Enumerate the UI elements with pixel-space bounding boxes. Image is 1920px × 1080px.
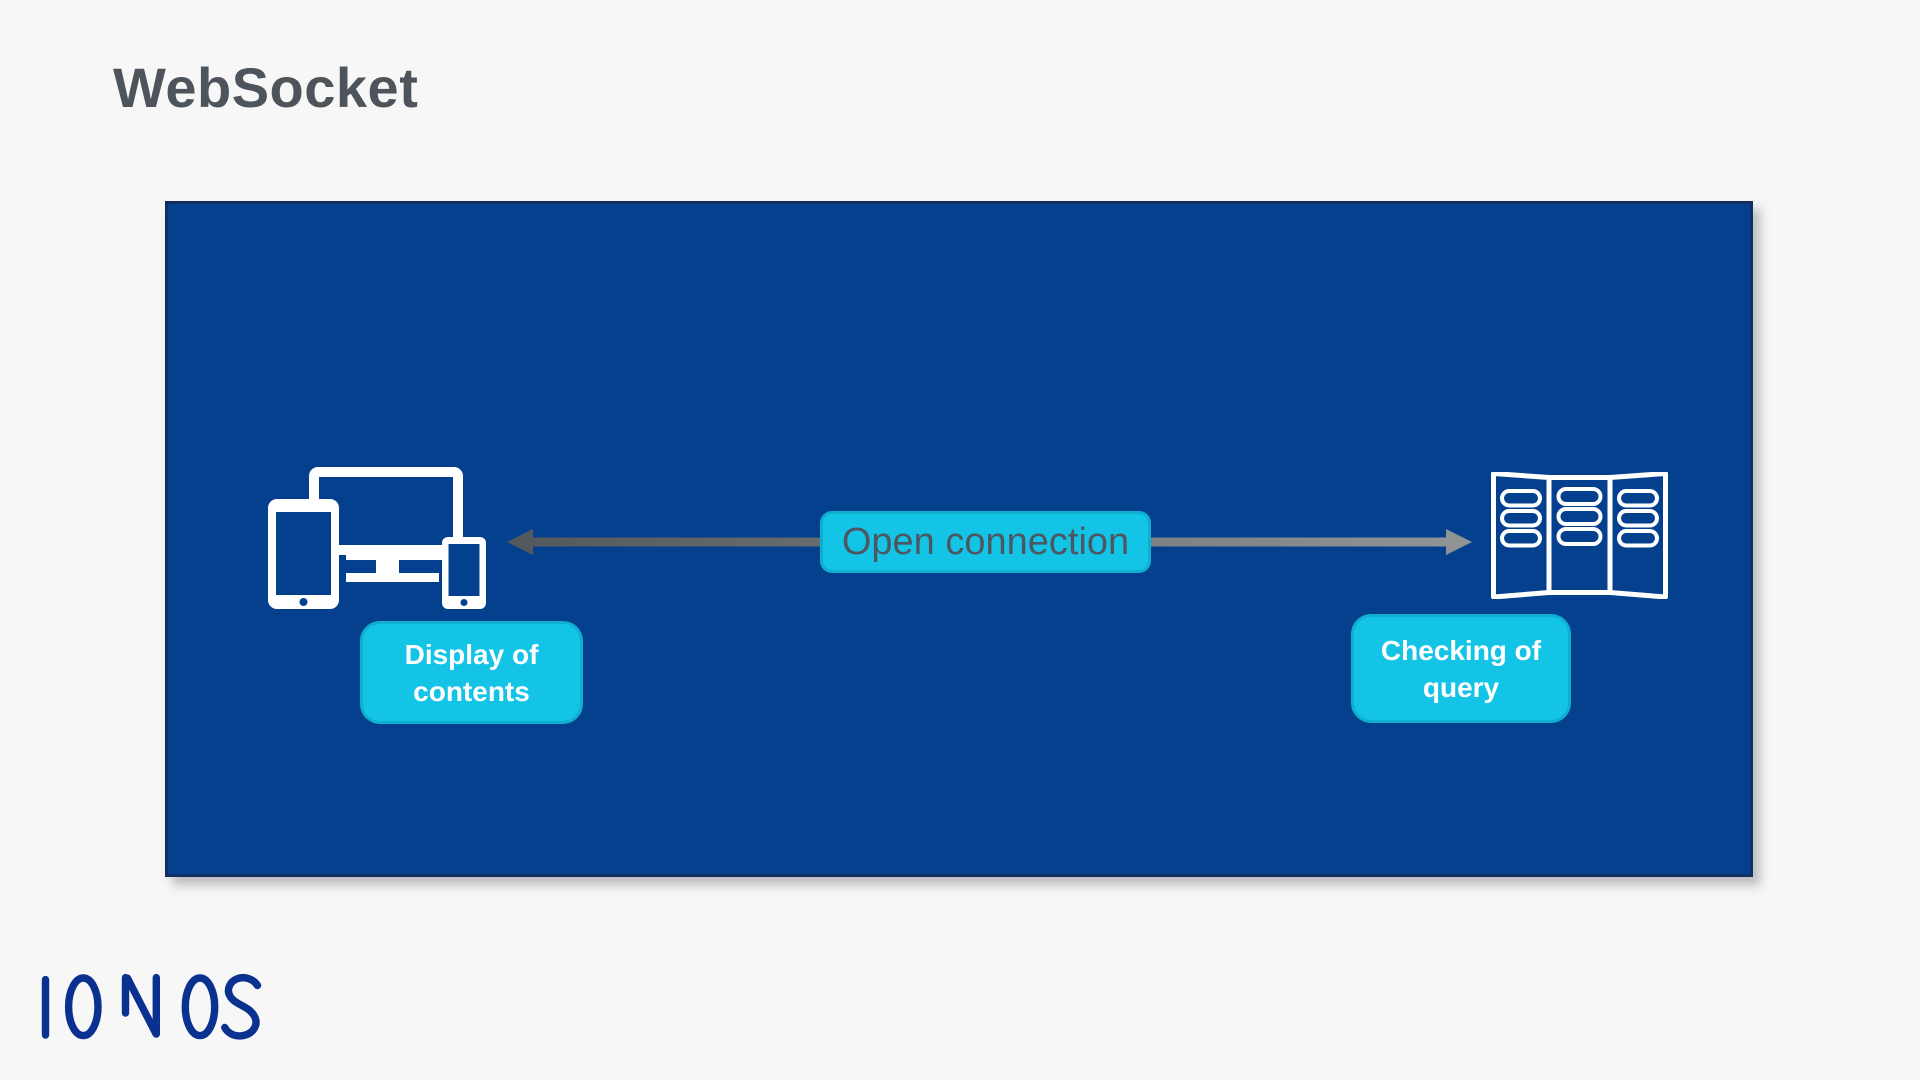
- page-title: WebSocket: [113, 56, 419, 119]
- server-label-line2: query: [1422, 671, 1500, 703]
- client-label-line1: Display of: [404, 638, 539, 670]
- open-connection-text: Open connection: [841, 520, 1130, 563]
- client-label-line2: contents: [413, 675, 530, 707]
- client-label: Display of contents: [360, 621, 583, 724]
- devices-icon: [268, 467, 486, 609]
- arrowhead-left: [507, 529, 533, 555]
- ionos-logo: IONOS: [38, 972, 268, 1047]
- diagram-panel: Open connection: [165, 201, 1753, 877]
- server-label-line1: Checking of: [1380, 634, 1542, 666]
- open-connection-label: Open connection: [820, 511, 1151, 573]
- server-rack-icon: [1491, 472, 1668, 599]
- ionos-logo-icon: [41, 973, 262, 1040]
- server-label: Checking of query: [1351, 614, 1571, 723]
- arrowhead-right: [1446, 529, 1472, 555]
